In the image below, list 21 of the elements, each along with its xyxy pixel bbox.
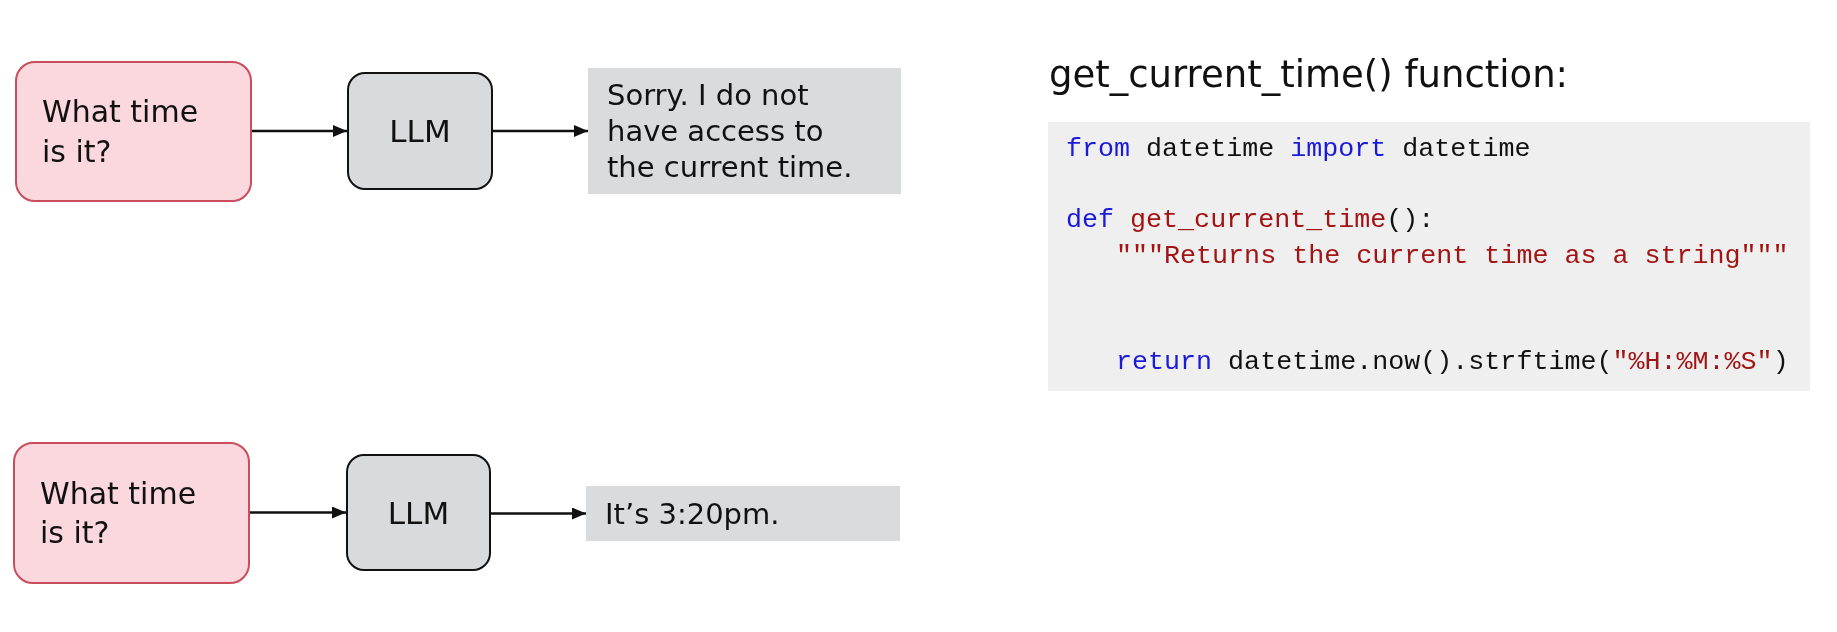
response-text: It’s 3:20pm. — [605, 495, 780, 532]
response-text: Sorry. I do not have access to the current time. — [607, 77, 854, 185]
response-box — [586, 486, 900, 541]
model-label: LLM — [389, 112, 451, 150]
query-box — [15, 61, 252, 202]
arrow — [252, 125, 347, 137]
code-line: def get_current_time(): — [1066, 204, 1435, 237]
arrow — [491, 507, 586, 520]
query-box — [13, 442, 250, 584]
arrow — [250, 506, 346, 519]
query-text: What time is it? — [40, 474, 198, 552]
model-box — [347, 72, 493, 190]
code-line: return datetime.now().strftime("%H:%M:%S") — [1116, 346, 1789, 379]
model-box — [346, 454, 491, 571]
code-line: from datetime import datetime — [1066, 133, 1531, 166]
response-box — [588, 68, 901, 194]
query-text: What time is it? — [42, 93, 200, 171]
panel-heading: get_current_time() function: — [1049, 53, 1569, 97]
arrow — [493, 125, 588, 137]
code-line: """Returns the current time as a string""" — [1116, 239, 1789, 273]
model-label: LLM — [387, 493, 450, 532]
